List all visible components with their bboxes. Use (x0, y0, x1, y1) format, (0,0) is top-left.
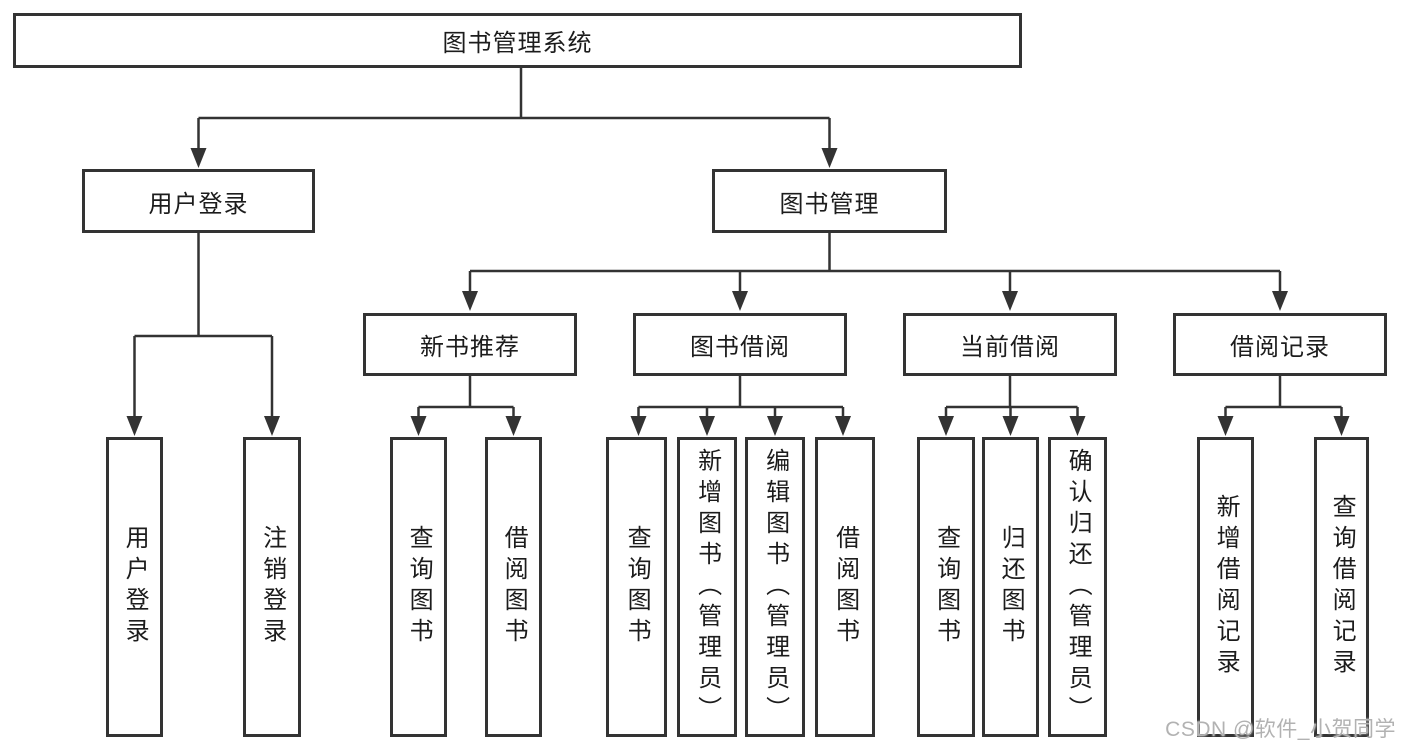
node-label: 图书借阅 (690, 334, 790, 361)
leaf-label: 查询图书 (932, 525, 960, 649)
leaf-label: 借阅图书 (500, 525, 528, 649)
leaf-logout: 注销登录 (243, 437, 301, 737)
leaf-add-borrow-record: 新增借阅记录 (1197, 437, 1254, 737)
node-new-book-recommend: 新书推荐 (363, 313, 577, 376)
leaf-query-books: 查询图书 (390, 437, 447, 737)
node-user-login: 用户登录 (82, 169, 315, 233)
node-label: 用户登录 (148, 190, 249, 218)
leaf-label: 注销登录 (258, 525, 286, 649)
node-label: 图书管理 (779, 190, 880, 218)
leaf-add-books-admin: 新增图书（管理员） (677, 437, 737, 737)
leaf-label: 查询图书 (405, 525, 433, 649)
arrowhead-group (126, 148, 1350, 436)
leaf-label: 查询借阅记录 (1328, 494, 1356, 680)
node-book-borrowing: 图书借阅 (633, 313, 847, 376)
leaf-label: 查询图书 (623, 525, 651, 649)
leaf-confirm-return-admin: 确认归还（管理员） (1048, 437, 1107, 737)
leaf-edit-books-admin: 编辑图书（管理员） (745, 437, 805, 737)
leaf-borrow-books: 借阅图书 (815, 437, 875, 737)
node-label: 新书推荐 (420, 334, 520, 361)
node-label: 当前借阅 (960, 334, 1060, 361)
leaf-label: 用户登录 (121, 525, 149, 649)
leaf-query-books: 查询图书 (917, 437, 975, 737)
leaf-query-books: 查询图书 (606, 437, 667, 737)
node-book-management: 图书管理 (712, 169, 947, 233)
leaf-query-borrow-record: 查询借阅记录 (1314, 437, 1369, 737)
leaf-label: 新增图书（管理员） (693, 447, 721, 727)
node-borrowing-records: 借阅记录 (1173, 313, 1387, 376)
node-label: 借阅记录 (1230, 334, 1330, 361)
leaf-borrow-books: 借阅图书 (485, 437, 542, 737)
leaf-return-books: 归还图书 (982, 437, 1039, 737)
leaf-user-login: 用户登录 (106, 437, 163, 737)
leaf-label: 确认归还（管理员） (1064, 447, 1092, 727)
watermark: CSDN @软件_小贺同学 (1165, 718, 1396, 741)
node-library-management-system: 图书管理系统 (13, 13, 1022, 68)
node-current-borrowing: 当前借阅 (903, 313, 1117, 376)
leaf-label: 新增借阅记录 (1212, 494, 1240, 680)
leaf-label: 借阅图书 (831, 525, 859, 649)
node-label: 图书管理系统 (442, 30, 593, 57)
leaf-label: 归还图书 (997, 525, 1025, 649)
leaf-label: 编辑图书（管理员） (761, 447, 789, 727)
